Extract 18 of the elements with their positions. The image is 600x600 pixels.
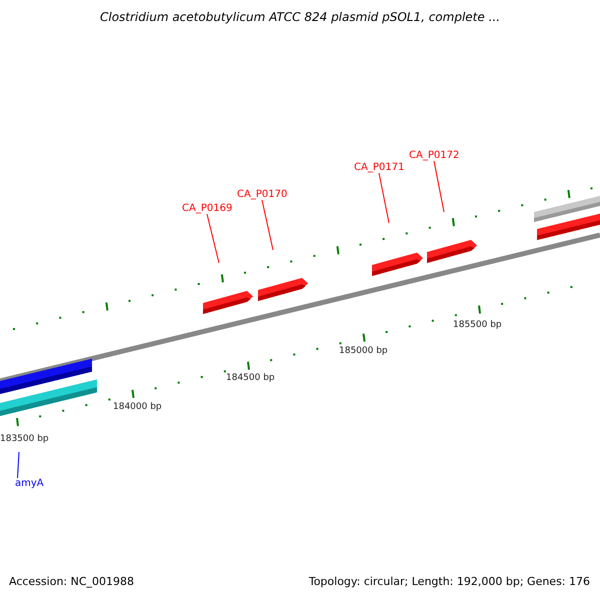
leader-line: [262, 200, 274, 250]
gene-label: CA_P0170: [237, 189, 288, 200]
title: Clostridium acetobutylicum ATCC 824 plasmid pSOL1, complete ...: [98, 10, 502, 24]
scale-label: 185500 bp: [453, 320, 502, 330]
scale-label: 185000 bp: [339, 346, 388, 356]
gene-label: CA_P0169: [182, 203, 232, 214]
gene-label: CA_P0172: [409, 150, 460, 161]
scale-label: 184500 bp: [226, 373, 275, 383]
gene-label: CA_P0171: [354, 162, 404, 173]
footer-text: Accession: NC_001988: [9, 575, 134, 588]
scale-label: 183500 bp: [0, 434, 49, 444]
leader-line: [434, 160, 444, 212]
leader-line: [206, 214, 220, 264]
leader-line: [17, 452, 20, 478]
scale-label: 184000 bp: [113, 402, 162, 412]
leader-line: [378, 172, 390, 224]
footer-text: Topology: circular; Length: 192,000 bp; Genes: 176: [308, 575, 590, 588]
gene-label: amyA: [15, 478, 44, 489]
